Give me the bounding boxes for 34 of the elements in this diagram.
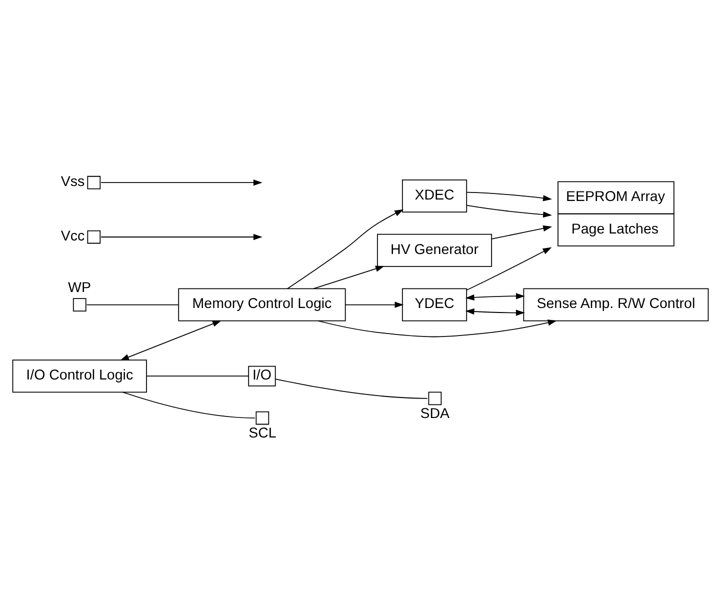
arrow	[345, 302, 404, 308]
arrow	[100, 180, 262, 186]
arrow	[465, 308, 525, 316]
arrow	[100, 234, 262, 240]
arrow	[318, 320, 557, 338]
node-box: HV Generator	[377, 234, 492, 267]
arrow	[312, 266, 384, 290]
connector	[122, 392, 256, 418]
node-box: XDEC	[402, 180, 468, 212]
node-box: YDEC	[402, 288, 468, 322]
connector	[86, 304, 179, 306]
node-label: SCL	[248, 425, 276, 442]
node-box	[87, 230, 101, 244]
node-box	[87, 176, 101, 190]
node-box	[256, 411, 270, 425]
node-box	[428, 392, 442, 406]
arrow	[466, 192, 552, 202]
node-label: Vss	[60, 174, 85, 190]
arrow	[465, 293, 525, 301]
node-box: Sense Amp. R/W Control	[523, 288, 709, 322]
arrow	[466, 247, 552, 291]
arrow	[466, 204, 552, 218]
connector	[275, 378, 428, 399]
node-label: WP	[68, 280, 92, 296]
arrow	[491, 225, 552, 240]
node-box: I/O	[248, 366, 276, 386]
node-box: Memory Control Logic	[178, 288, 346, 322]
arrow	[120, 320, 222, 360]
node-box	[72, 298, 86, 312]
node-label: Vcc	[60, 228, 85, 244]
connector	[146, 376, 249, 377]
node-box: I/O Control Logic	[12, 360, 147, 393]
node-label: SDA	[420, 406, 450, 422]
arrow	[286, 209, 404, 290]
